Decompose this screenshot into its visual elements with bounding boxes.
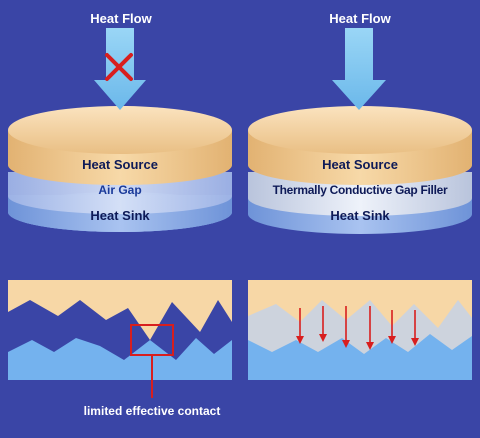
air-gap-label: Air Gap [98,183,142,197]
right-heat-flow-label: Heat Flow [329,11,391,26]
left-contact-cross-section [8,280,232,398]
left-source-surface [8,280,232,340]
left-heat-sink-label: Heat Sink [90,208,150,223]
limited-contact-label: limited effective contact [83,404,221,418]
conduction-arrows [296,306,419,350]
left-heat-flow-label: Heat Flow [90,11,152,26]
right-heat-sink-label: Heat Sink [330,208,390,223]
red-x-icon [105,53,133,81]
right-sink-surface [248,334,472,380]
right-contact-cross-section [248,280,472,380]
left-heat-source-disk [8,106,232,185]
left-heat-source-label: Heat Source [82,157,158,172]
right-heat-source-label: Heat Source [322,157,398,172]
right-heat-source-disk [248,106,472,185]
gap-filler-label: Thermally Conductive Gap Filler [272,183,448,197]
right-stack [248,28,472,234]
left-sink-surface [8,338,232,380]
left-air-gap-disk [8,172,232,214]
right-heat-flow-arrow [332,28,386,110]
right-source-surface [248,280,472,328]
left-stack [8,28,232,232]
right-gap-filler-disk [248,172,472,216]
